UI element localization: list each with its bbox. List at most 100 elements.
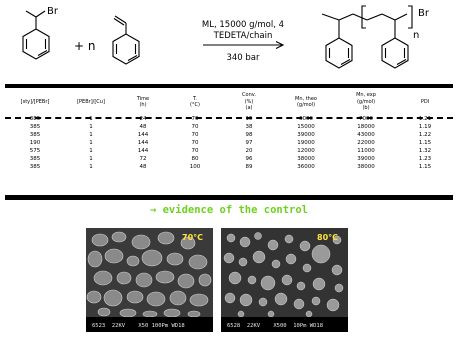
header-line: (a) [245, 105, 253, 112]
table-cell: 38000 [357, 164, 375, 170]
table-cell: 1 [89, 116, 93, 122]
table-cell: 36000 [297, 164, 315, 170]
bromine-label: Br [47, 6, 59, 17]
table-cell: 22000 [357, 140, 375, 146]
header-line: (%) [244, 98, 254, 105]
header-pebr-cu: [PEBr]/[Cu] [65, 89, 117, 115]
reactant-bromoethylbenzene [22, 10, 50, 60]
table-cell: 1 [89, 140, 93, 146]
header-line: (h) [139, 102, 147, 108]
table-cell: 385 [29, 116, 41, 122]
table-cell: 48 [139, 164, 147, 170]
header-line: (°C) [190, 102, 200, 108]
condition-line-3: 340 bar [226, 53, 260, 63]
table-cell: 70 [191, 140, 199, 146]
product-polystyrene [321, 5, 413, 69]
header-line: Conv. [242, 92, 256, 99]
micrograph-particles-80c [221, 228, 348, 332]
header-time: Time(h) [117, 89, 169, 115]
table-cell: 1 [89, 156, 93, 162]
header-line: Time [136, 95, 150, 102]
table-cell: 70 [191, 124, 199, 130]
table-cell: 385 [29, 156, 41, 162]
table-cell: 6000 [299, 116, 313, 122]
table-cell: 385 [29, 132, 41, 138]
results-table: [sty]/[PEBr] [PEBr]/[Cu] Time(h) T.(°C) … [5, 89, 453, 171]
temperature-label-70c: 70°C [182, 233, 204, 242]
table-cell: 385 [29, 164, 41, 170]
table-cell: 96 [245, 156, 253, 162]
table-cell: 15000 [297, 124, 315, 130]
evidence-of-control-text: → evidence of the control [149, 204, 309, 216]
table-row: 385 1 72 80 96 38000 39000 1.23 [5, 155, 453, 163]
header-line: (g/mol) [356, 98, 376, 105]
plus-n-label: + n [74, 39, 95, 53]
micrograph-particles-70c [86, 228, 213, 332]
table-cell: 48 [139, 124, 147, 130]
table-cell: 72 [139, 156, 147, 162]
table-cell: 12000 [297, 148, 315, 154]
table-cell: 20 [245, 148, 253, 154]
temperature-label-80c: 80°C [317, 233, 339, 242]
table-top-rule [5, 84, 453, 88]
table-cell: 1 [89, 164, 93, 170]
header-sty-pebr: [sty]/[PEBr] [5, 89, 65, 115]
sem-info-strip: 6528 22KV X500 10Pm WD18 [221, 317, 348, 332]
table-cell: 144 [137, 148, 149, 154]
condition-line-1: ML, 15000 g/mol, 4 [201, 20, 285, 30]
condition-line-2: TEDETA/chain [213, 31, 273, 41]
table-cell: 1.15 [418, 140, 432, 146]
table-cell: 39000 [297, 132, 315, 138]
table-cell: 190 [29, 140, 41, 146]
table-cell: 97 [245, 140, 253, 146]
table-cell: 70 [191, 116, 199, 122]
table-header-rule [5, 117, 453, 119]
header-line: PDI [420, 98, 430, 105]
table-cell: 80 [191, 156, 199, 162]
header-mn-theo: Mn, theo(g/mol) [277, 89, 335, 115]
table-cell: 18000 [357, 124, 375, 130]
table-cell: 575 [29, 148, 41, 154]
table-cell: 89 [245, 164, 253, 170]
header-line: Mn, theo [295, 95, 317, 102]
table-cell: 15 [245, 116, 253, 122]
table-cell: 1 [89, 124, 93, 130]
table-cell: 1.15 [418, 164, 432, 170]
header-temperature: T.(°C) [169, 89, 221, 115]
table-cell: 1 [89, 132, 93, 138]
table-bottom-rule [5, 195, 453, 200]
header-pdi: PDI [397, 89, 453, 115]
header-line: (g/mol) [296, 102, 316, 108]
header-line: [sty]/[PEBr] [20, 98, 50, 105]
table-cell: 7000 [359, 116, 373, 122]
header-line: (b) [362, 105, 370, 112]
reactant-styrene [112, 15, 140, 65]
reaction-conditions-top: ML, 15000 g/mol, 4 TEDETA/chain [195, 20, 291, 42]
table-cell: 1.23 [418, 156, 432, 162]
table-cell: 24 [139, 116, 147, 122]
header-conversion: Conv.(%)(a) [221, 89, 277, 115]
table-cell: 1 [89, 148, 93, 154]
table-row: 190 1 144 70 97 19000 22000 1.15 [5, 139, 453, 147]
sem-caption: 6523 22KV X50 100Pm WD18 [92, 323, 185, 329]
sem-micrograph-80c: 80°C 6528 22KV X500 10Pm WD18 [221, 228, 348, 332]
table-cell: 144 [137, 132, 149, 138]
table-cell: 38 [245, 124, 253, 130]
table-cell: 70 [191, 148, 199, 154]
repeat-n-label: n [413, 30, 419, 41]
product-bromine-label: Br [418, 8, 430, 19]
table-cell: 70 [191, 132, 199, 138]
table-cell: 38000 [297, 156, 315, 162]
sem-info-strip: 6523 22KV X50 100Pm WD18 [86, 317, 213, 332]
header-line: [PEBr]/[Cu] [77, 98, 105, 105]
table-cell: 98 [245, 132, 253, 138]
table-cell: 1.32 [418, 148, 432, 154]
table-cell: 19000 [297, 140, 315, 146]
table-cell: 39000 [357, 156, 375, 162]
header-line: T. [192, 95, 198, 102]
table-cell: 144 [137, 140, 149, 146]
